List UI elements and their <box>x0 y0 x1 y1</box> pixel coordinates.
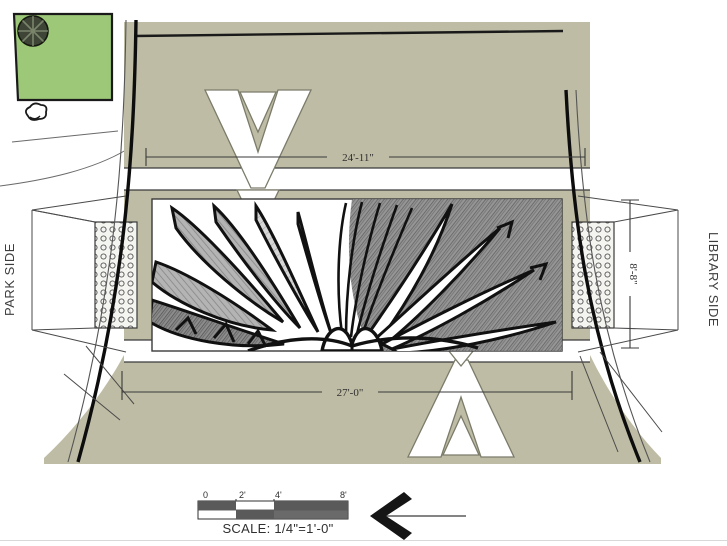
site-line-a <box>11 130 119 143</box>
dimension-bottom-width: 27'-0" <box>121 371 573 400</box>
site-plan-fragment <box>0 12 127 187</box>
scale-caption: SCALE: 1/4"=1'-0" <box>222 521 334 536</box>
mural-panel <box>151 198 563 352</box>
dimension-panel-height-label: 8'-8" <box>627 263 639 284</box>
scale-tick-2: 4' <box>275 490 282 500</box>
wall-curve-profiles <box>67 19 651 463</box>
chevron-lower-inner-triangle <box>441 414 481 456</box>
chevron-upper-inner-triangle <box>238 91 278 134</box>
dimension-top-width-label: 24'-11" <box>342 152 374 164</box>
north-arrow <box>370 492 466 540</box>
mural-stem-rays <box>337 201 414 340</box>
page-bottom-rule <box>0 540 727 541</box>
dimension-bottom-width-label: 27'-0" <box>337 387 364 399</box>
label-park-side: PARK SIDE <box>1 243 17 316</box>
scale-bar: 0 2' 4' 8' <box>197 490 349 520</box>
construction-lines <box>31 195 679 453</box>
scale-tick-0: 0 <box>203 490 208 500</box>
mural-artwork <box>152 199 562 351</box>
site-line-b <box>0 149 127 187</box>
mural-open-book <box>247 326 479 351</box>
dimension-panel-height: 8'-8" <box>621 199 639 349</box>
wall-coping-line <box>133 29 564 38</box>
tree-plan-symbol <box>17 15 49 47</box>
dimension-top-width: 24'-11" <box>145 148 586 166</box>
scale-tick-1: 2' <box>239 490 246 500</box>
upper-reveal-band <box>124 168 590 190</box>
label-library-side: LIBRARY SIDE <box>706 231 722 328</box>
scale-tick-3: 8' <box>340 490 347 500</box>
shrub-plan-symbol <box>25 102 48 121</box>
